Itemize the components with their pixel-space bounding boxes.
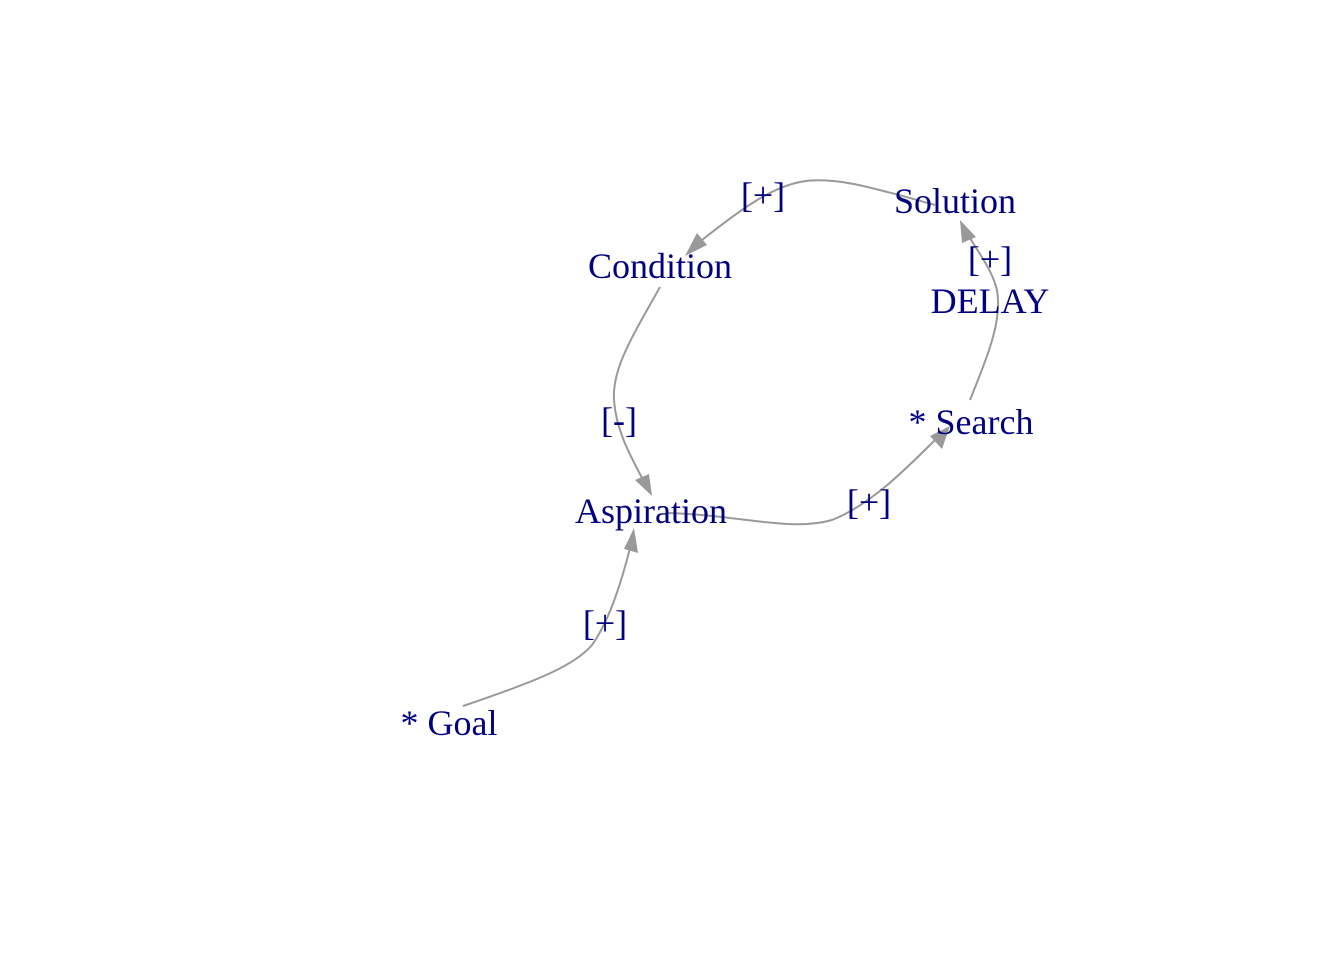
- node-solution: Solution: [894, 181, 1016, 221]
- edge-label-aspiration-search: [+]: [847, 482, 891, 522]
- edge-line-goal-aspiration: [462, 547, 631, 707]
- arrowhead-condition: [685, 233, 707, 256]
- edge-line-aspiration-search: [667, 439, 936, 526]
- node-aspiration: Aspiration: [575, 491, 727, 531]
- node-search: * Search: [909, 402, 1034, 442]
- arrowhead-search: [930, 426, 950, 449]
- edge-line-solution-condition: [701, 179, 936, 241]
- edge-label-solution-condition: [+]: [741, 175, 785, 215]
- node-condition: Condition: [588, 246, 732, 286]
- edge-label-delay: DELAY: [931, 281, 1050, 321]
- edge-condition-to-aspiration: [612, 286, 661, 496]
- edge-line-condition-aspiration: [612, 286, 661, 479]
- edge-label-search-solution: [+]: [968, 239, 1012, 279]
- arrowhead-condition-aspiration: [635, 474, 652, 496]
- edge-solution-to-condition: [685, 179, 936, 256]
- edge-aspiration-to-search: [667, 426, 950, 526]
- node-goal: * Goal: [401, 703, 498, 743]
- edge-line-search-solution: [969, 237, 1000, 401]
- edge-search-to-solution: [960, 220, 1000, 401]
- edge-goal-to-aspiration: [462, 528, 638, 707]
- edge-label-condition-aspiration: [-]: [601, 400, 637, 440]
- arrowhead-solution: [960, 220, 976, 243]
- arrowhead-goal-aspiration: [624, 528, 638, 553]
- edge-label-goal-aspiration: [+]: [583, 603, 627, 643]
